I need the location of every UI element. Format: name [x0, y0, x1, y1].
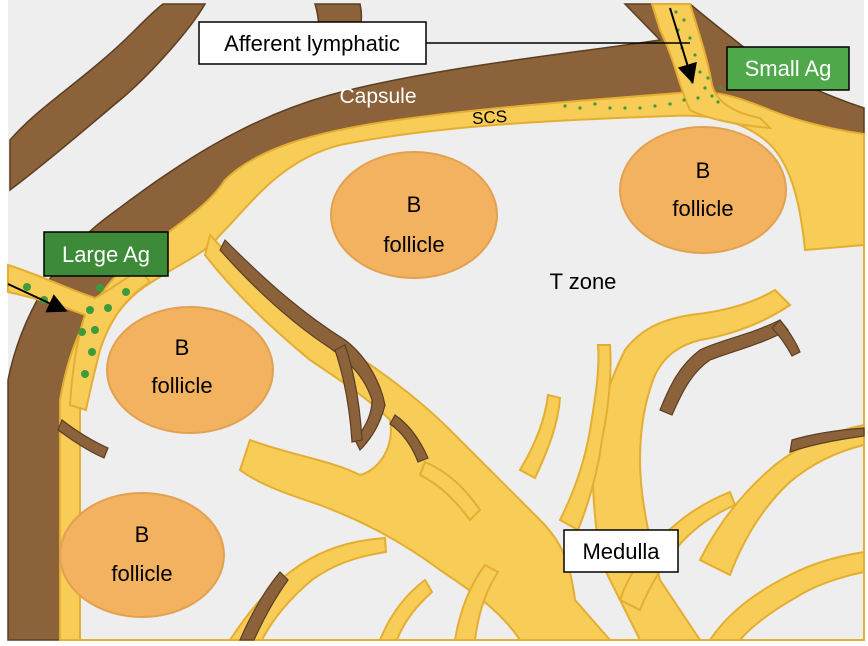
- b-follicle-4-line2: follicle: [111, 561, 172, 586]
- afferent-lymphatic-top: [650, 3, 773, 130]
- b-follicle-2: [619, 126, 787, 254]
- external-vessel-left: [9, 3, 207, 192]
- b-follicle-3: [106, 306, 274, 434]
- b-follicle-1-line1: B: [407, 192, 422, 217]
- b-follicle-4-line1: B: [135, 522, 150, 547]
- b-follicle-2-line1: B: [696, 158, 711, 183]
- large-ag-arrow: [7, 283, 68, 313]
- b-follicle-3-line2: follicle: [151, 373, 212, 398]
- large-ag-label: Large Ag: [62, 242, 150, 267]
- capsule-label: Capsule: [339, 85, 416, 108]
- medulla-label-box: [563, 529, 679, 573]
- antigen-dots-large: [23, 283, 130, 378]
- b-follicle-1-line2: follicle: [383, 232, 444, 257]
- b-follicle-4: [59, 492, 225, 618]
- b-follicle-2-line2: follicle: [672, 196, 733, 221]
- t-zone-label: T zone: [550, 269, 617, 294]
- b-follicles: [59, 126, 787, 618]
- medulla-label: Medulla: [582, 539, 660, 564]
- trabeculae: [57, 238, 865, 641]
- afferent-label: Afferent lymphatic: [224, 31, 400, 56]
- afferent-lymphatic-left: [7, 263, 152, 412]
- small-ag-badge: [726, 46, 850, 91]
- large-ag-badge: [43, 231, 169, 277]
- afferent-label-box: [198, 21, 427, 65]
- b-follicle-1: [330, 151, 498, 279]
- small-ag-label: Small Ag: [745, 56, 832, 81]
- scs-label: SCS: [472, 107, 508, 128]
- b-follicle-3-line1: B: [175, 335, 190, 360]
- small-ag-arrow: [669, 7, 697, 84]
